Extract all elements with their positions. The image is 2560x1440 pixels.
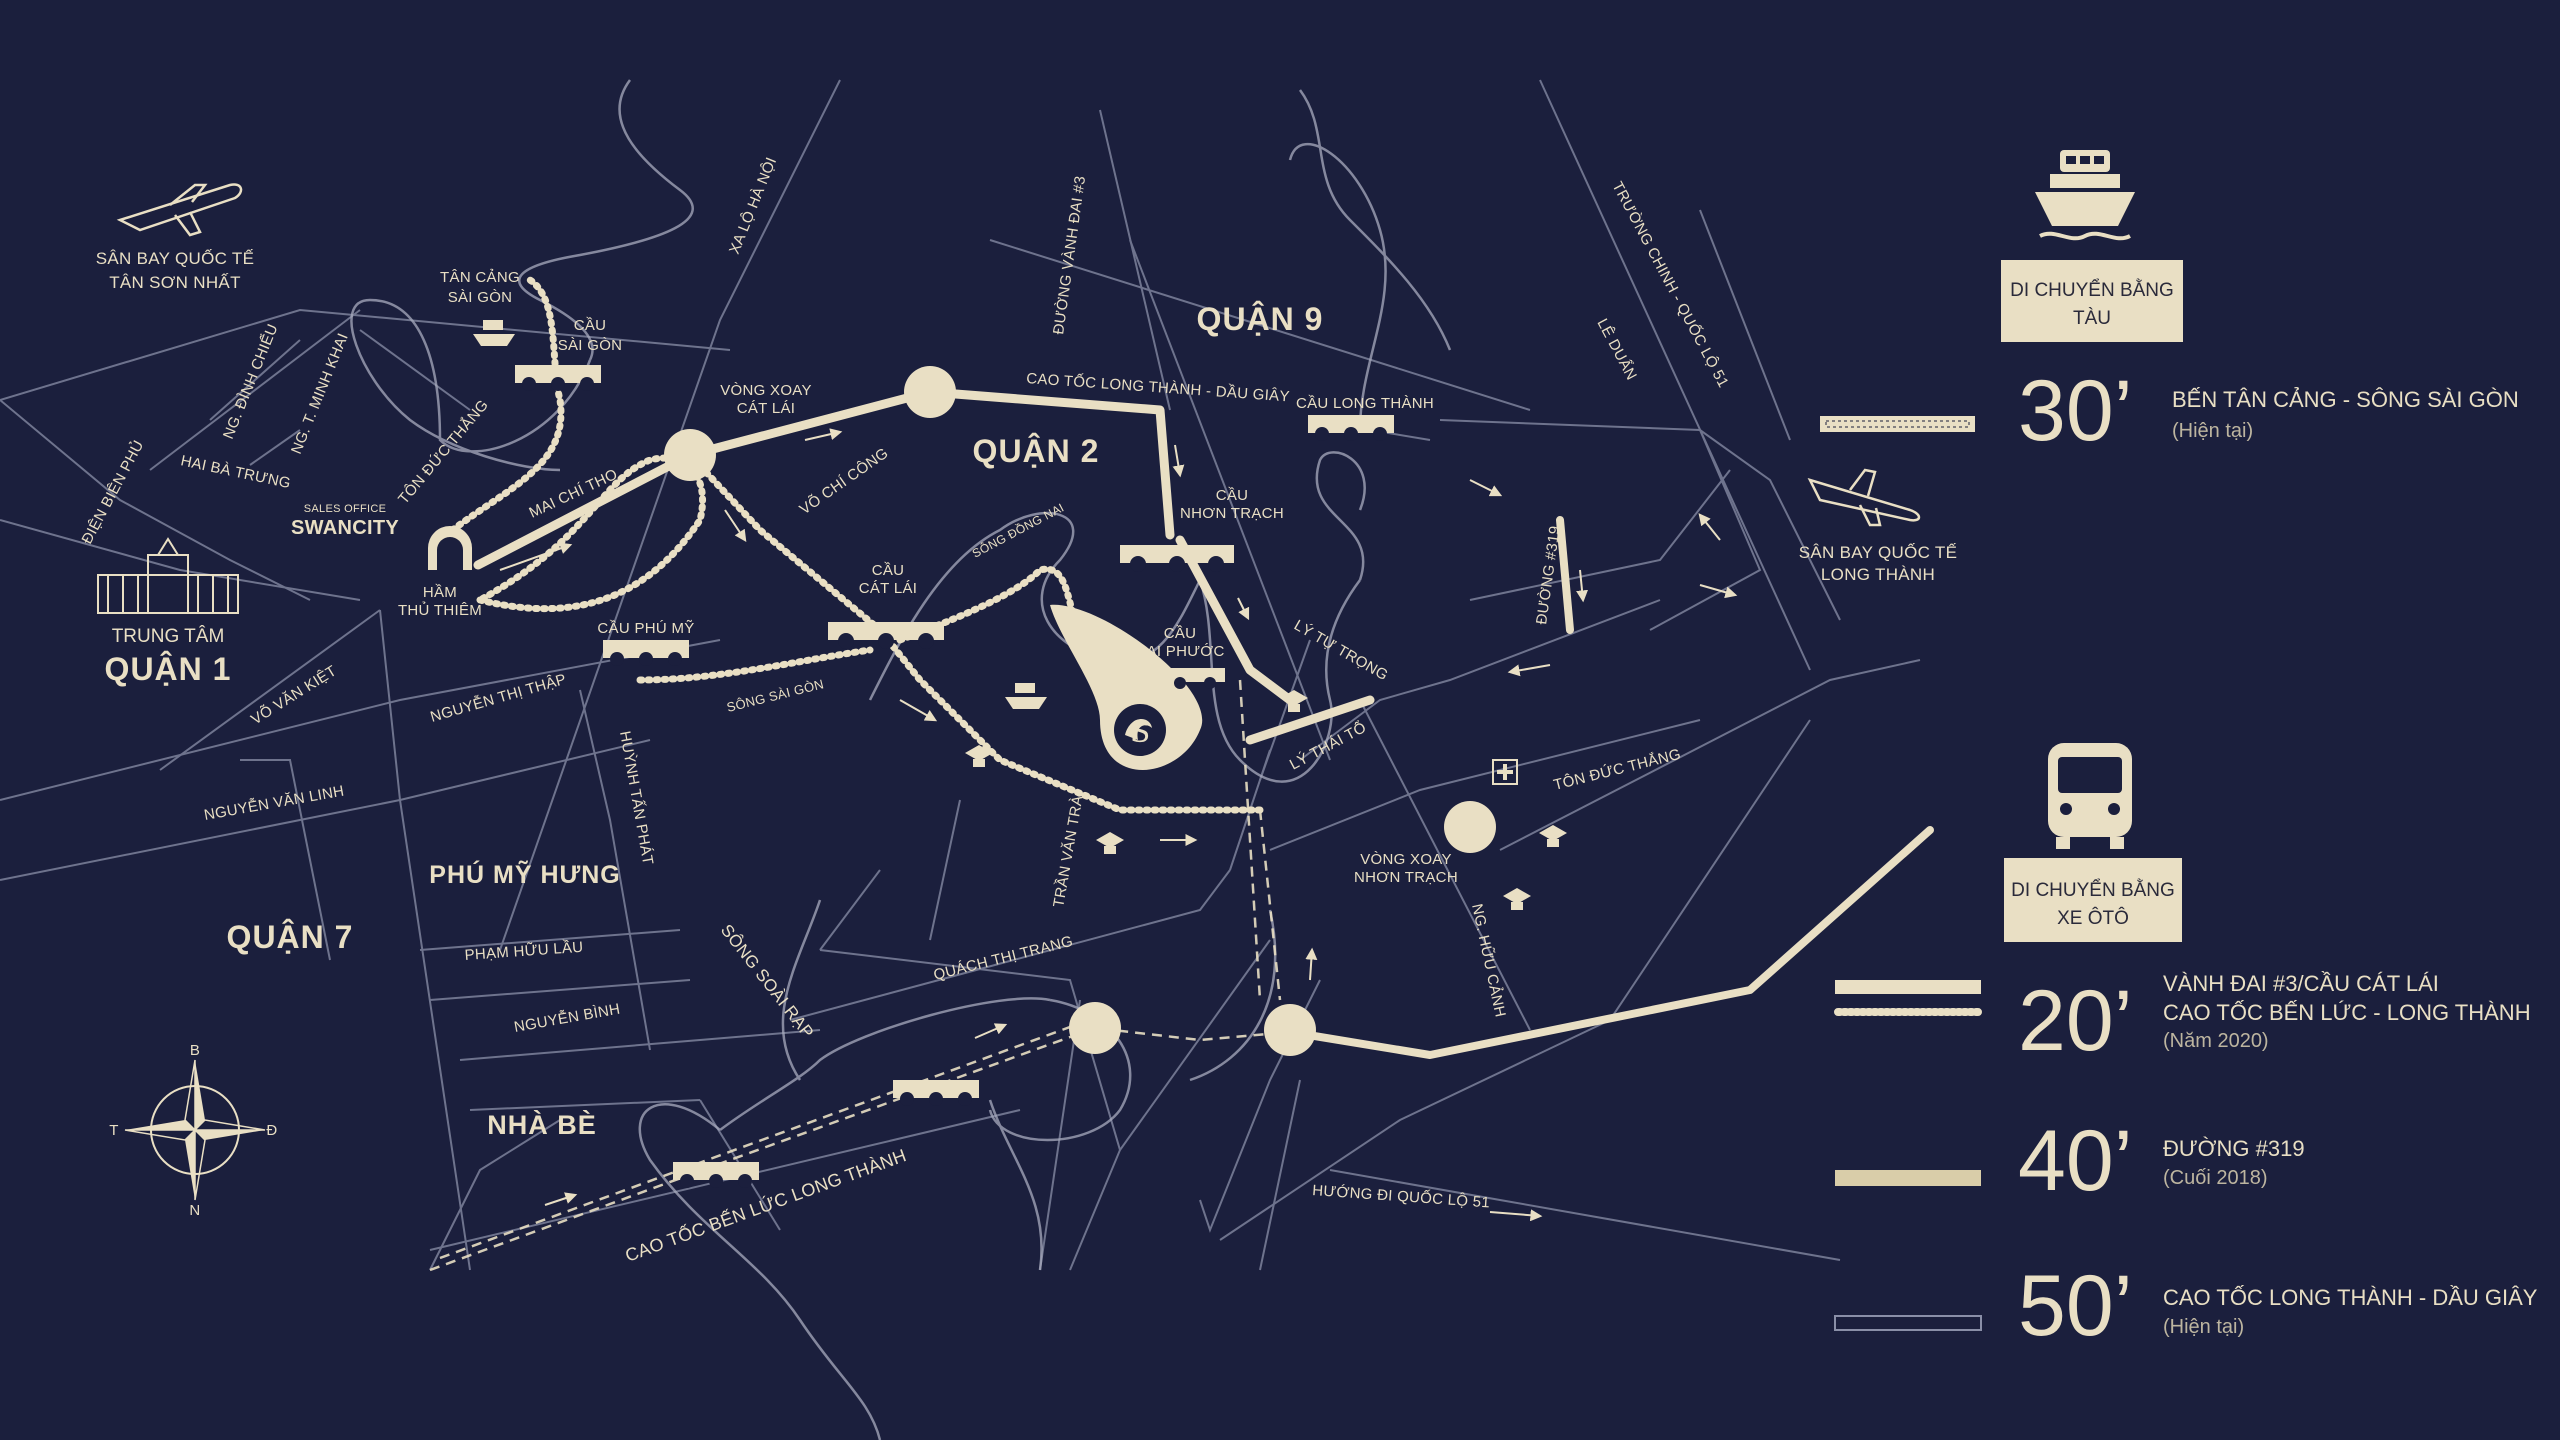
bridge-sai-gon-icon xyxy=(515,365,601,391)
label-airport-tsn-2: TÂN SƠN NHẤT xyxy=(109,273,241,292)
legend-40-desc: ĐƯỜNG #319 xyxy=(2163,1136,2305,1161)
bridge-long-thanh-icon xyxy=(1308,415,1394,441)
boat-icon-dai-phuoc xyxy=(1005,683,1047,709)
compass-south-label: N xyxy=(189,1202,200,1219)
swan-logo: S xyxy=(1130,715,1151,750)
expressway-ben-luc xyxy=(429,679,1291,1272)
legend-boat-box-line2: TÀU xyxy=(2073,308,2111,329)
label-vong-xoay-cat-lai-1: VÒNG XOAY xyxy=(720,382,812,399)
boat-icon-tan-cang xyxy=(473,320,515,346)
bridges xyxy=(515,365,1394,1188)
label-vong-xoay-nhon-trach-1: VÒNG XOAY xyxy=(1360,851,1452,868)
label-cau-phu-my: CẦU PHÚ MỸ xyxy=(597,620,694,637)
label-cau-nhon-trach-1: CẦU xyxy=(1216,487,1249,504)
bridge-phu-my-icon xyxy=(603,640,689,666)
bridge-nha-be-icon xyxy=(673,1162,759,1188)
school-icon xyxy=(1280,690,1308,712)
district-label-q1: QUẬN 1 xyxy=(105,651,232,687)
compass-east-label: Đ xyxy=(266,1122,277,1139)
legend-20-desc1: VÀNH ĐAI #3/CẦU CÁT LÁI xyxy=(2163,971,2439,996)
label-vong-xoay-cat-lai-2: CÁT LÁI xyxy=(737,400,796,417)
label-cau-cat-lai-2: CÁT LÁI xyxy=(859,580,918,597)
swancity-site: S xyxy=(1050,604,1203,770)
label-tan-cang-1: TÂN CẢNG xyxy=(440,269,520,286)
district-label-q2: QUẬN 2 xyxy=(973,433,1100,469)
label-ham-2: THỦ THIÊM xyxy=(398,601,482,619)
legend: DI CHUYỂN BẰNG TÀU 30’ BẾN TÂN CẢNG - SÔ… xyxy=(1820,150,2538,1354)
roundabout-nhon-trach xyxy=(1444,801,1496,853)
label-cau-cat-lai-1: CẦU xyxy=(872,562,905,579)
label-cau-nhon-trach-2: NHƠN TRẠCH xyxy=(1180,505,1284,522)
legend-50-note: (Hiện tại) xyxy=(2163,1316,2244,1338)
legend-50-desc: CAO TỐC LONG THÀNH - DẦU GIÂY xyxy=(2163,1284,2538,1310)
airplane-icon-long-thanh xyxy=(1807,468,1921,527)
bus-legend-icon xyxy=(2048,743,2132,849)
bridge-dai-phuoc-icon xyxy=(1165,668,1225,689)
compass-icon xyxy=(124,1059,266,1201)
direction-arrows xyxy=(499,428,1738,1222)
label-swancity: SWANCITY xyxy=(291,517,399,539)
label-ham-1: HẦM xyxy=(423,584,457,601)
label-airport-tsn-1: SÂN BAY QUỐC TẾ xyxy=(96,248,255,268)
legend-line-50 xyxy=(1834,1315,1982,1331)
school-icon xyxy=(1096,832,1124,854)
legend-boat-desc: BẾN TÂN CẢNG - SÔNG SÀI GÒN xyxy=(2172,387,2519,412)
legend-boat-time: 30’ xyxy=(2018,363,2133,459)
rivers xyxy=(350,79,1452,1440)
district-label-nha-be: NHÀ BÈ xyxy=(487,1109,597,1140)
label-cau-long-thanh: CẦU LONG THÀNH xyxy=(1296,395,1434,412)
school-icon xyxy=(965,745,993,767)
legend-20-note: (Năm 2020) xyxy=(2163,1030,2269,1052)
airplane-icon-tan-son-nhat xyxy=(116,183,243,237)
legend-40-note: (Cuối 2018) xyxy=(2163,1167,2268,1189)
legend-20-desc2: CAO TỐC BẾN LỨC - LONG THÀNH xyxy=(2163,999,2531,1025)
legend-time-50: 50’ xyxy=(2018,1258,2133,1354)
school-icon xyxy=(1503,888,1531,910)
label-airport-lt-1: SÂN BAY QUỐC TẾ xyxy=(1799,542,1958,562)
district-label-phu-my-hung: PHÚ MỸ HƯNG xyxy=(429,859,620,889)
legend-boat-box xyxy=(2001,260,2183,342)
roundabout-quach-thi-trang xyxy=(1069,1002,1121,1054)
legend-line-40 xyxy=(1835,1170,1981,1186)
bridge-soai-rap-icon xyxy=(893,1080,979,1106)
tunnel-icon xyxy=(428,526,472,570)
label-cau-dai-phuoc-1: CẦU xyxy=(1164,625,1197,642)
bridge-cat-lai-icon xyxy=(828,622,944,649)
legend-car-box-line1: DI CHUYỂN BẰNG xyxy=(2011,879,2175,901)
hospital-icon xyxy=(1492,759,1518,785)
label-cau-sai-gon-1: CẦU xyxy=(574,317,607,334)
district-label-trung-tam: TRUNG TÂM xyxy=(112,625,225,647)
legend-line-20-solid xyxy=(1835,980,1981,994)
legend-time-20: 20’ xyxy=(2018,973,2133,1069)
label-tan-cang-2: SÀI GÒN xyxy=(448,289,513,306)
city-hall-icon xyxy=(97,537,239,614)
school-icon xyxy=(1539,825,1567,847)
roundabout-ben-luc xyxy=(1264,1004,1316,1056)
school-icons xyxy=(965,690,1567,910)
label-cau-dai-phuoc-2: ĐẠI PHƯỚC xyxy=(1135,643,1224,660)
street-network xyxy=(0,79,1921,1271)
label-cau-sai-gon-2: SÀI GÒN xyxy=(558,337,623,354)
label-airport-lt-2: LONG THÀNH xyxy=(1821,565,1935,584)
roundabout-mai-chi-tho xyxy=(664,429,716,481)
legend-time-40: 40’ xyxy=(2018,1113,2133,1209)
boat-legend-icon xyxy=(2035,150,2135,241)
compass-west-label: T xyxy=(109,1122,118,1139)
legend-line-boat xyxy=(1820,416,1975,432)
label-sales-office: SALES OFFICE xyxy=(304,503,386,515)
label-vong-xoay-nhon-trach-2: NHƠN TRẠCH xyxy=(1354,869,1458,886)
legend-car-box xyxy=(2004,858,2182,942)
legend-boat-note: (Hiện tại) xyxy=(2172,420,2253,442)
legend-boat-box-line1: DI CHUYỂN BẰNG xyxy=(2010,279,2174,301)
district-label-q7: QUẬN 7 xyxy=(227,919,354,955)
roundabout-cat-lai xyxy=(904,366,956,418)
bridge-nhon-trach-icon xyxy=(1120,545,1234,572)
district-label-q9: QUẬN 9 xyxy=(1197,301,1324,337)
roundabouts xyxy=(664,366,1496,1056)
legend-car-box-line2: XE ÔTÔ xyxy=(2057,907,2129,929)
compass-north-label: B xyxy=(190,1042,200,1059)
